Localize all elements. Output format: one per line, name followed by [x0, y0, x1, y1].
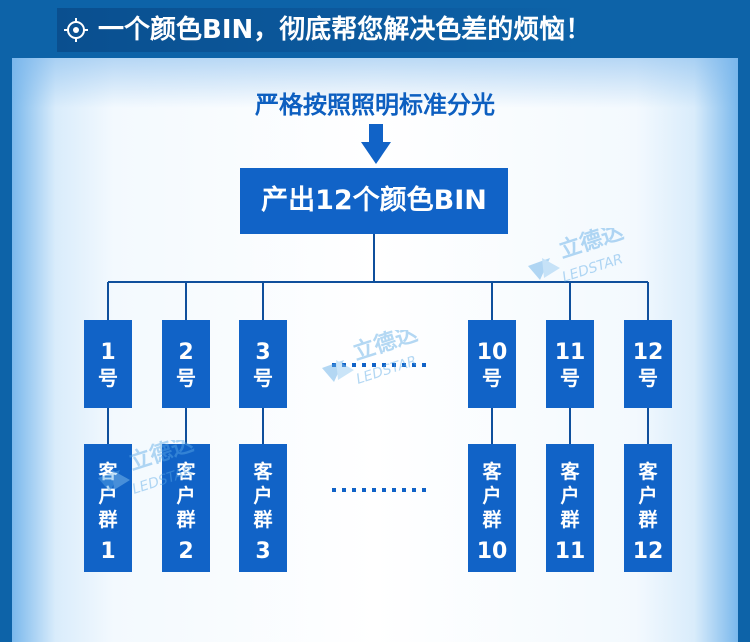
group-number: 1 [100, 539, 116, 564]
customer-group-box: 客户群 3 [239, 444, 287, 572]
bin-box: 12 号 [624, 320, 672, 408]
group-label: 客户群 [176, 461, 196, 531]
ledstar-watermark-logo: 立德达 LEDSTAR [528, 228, 627, 286]
main-output-box: 产出12个颜色BIN [240, 168, 508, 234]
ledstar-watermark-logo: 立德达 LEDSTAR [98, 440, 197, 498]
group-label: 客户群 [253, 461, 273, 531]
content-panel-highlight [12, 58, 738, 108]
bin-unit: 号 [482, 366, 502, 390]
group-label: 客户群 [98, 461, 118, 531]
bin-unit: 号 [560, 366, 580, 390]
bin-unit: 号 [98, 366, 118, 390]
ellipsis-dots-lower [332, 488, 426, 492]
customer-group-box: 客户群 12 [624, 444, 672, 572]
group-label: 客户群 [560, 461, 580, 531]
arrow-down-icon [361, 124, 391, 164]
page-title: 一个颜色BIN，彻底帮您解决色差的烦恼！ [98, 15, 592, 45]
bin-unit: 号 [253, 366, 273, 390]
header-title-bar [57, 8, 577, 52]
target-icon [64, 18, 88, 42]
group-number: 2 [178, 539, 194, 564]
bin-box: 10 号 [468, 320, 516, 408]
group-number: 12 [632, 539, 664, 564]
bin-box: 3 号 [239, 320, 287, 408]
bin-number: 12 [632, 340, 664, 365]
subtitle: 严格按照照明标准分光 [255, 91, 495, 119]
group-number: 3 [255, 539, 271, 564]
bin-number: 3 [255, 340, 271, 365]
bin-number: 2 [178, 340, 194, 365]
customer-group-box: 客户群 1 [84, 444, 132, 572]
group-number: 10 [476, 539, 508, 564]
bin-number: 11 [554, 340, 586, 365]
bin-box: 11 号 [546, 320, 594, 408]
ellipsis-dots-upper [332, 363, 426, 367]
group-label: 客户群 [482, 461, 502, 531]
bin-number: 1 [100, 340, 116, 365]
bin-number: 10 [476, 340, 508, 365]
ledstar-watermark-logo: 立德达 LEDSTAR [322, 330, 421, 388]
bin-unit: 号 [638, 366, 658, 390]
bin-box: 1 号 [84, 320, 132, 408]
bin-box: 2 号 [162, 320, 210, 408]
customer-group-box: 客户群 10 [468, 444, 516, 572]
customer-group-box: 客户群 11 [546, 444, 594, 572]
group-number: 11 [554, 539, 586, 564]
customer-group-box: 客户群 2 [162, 444, 210, 572]
bin-unit: 号 [176, 366, 196, 390]
group-label: 客户群 [638, 461, 658, 531]
